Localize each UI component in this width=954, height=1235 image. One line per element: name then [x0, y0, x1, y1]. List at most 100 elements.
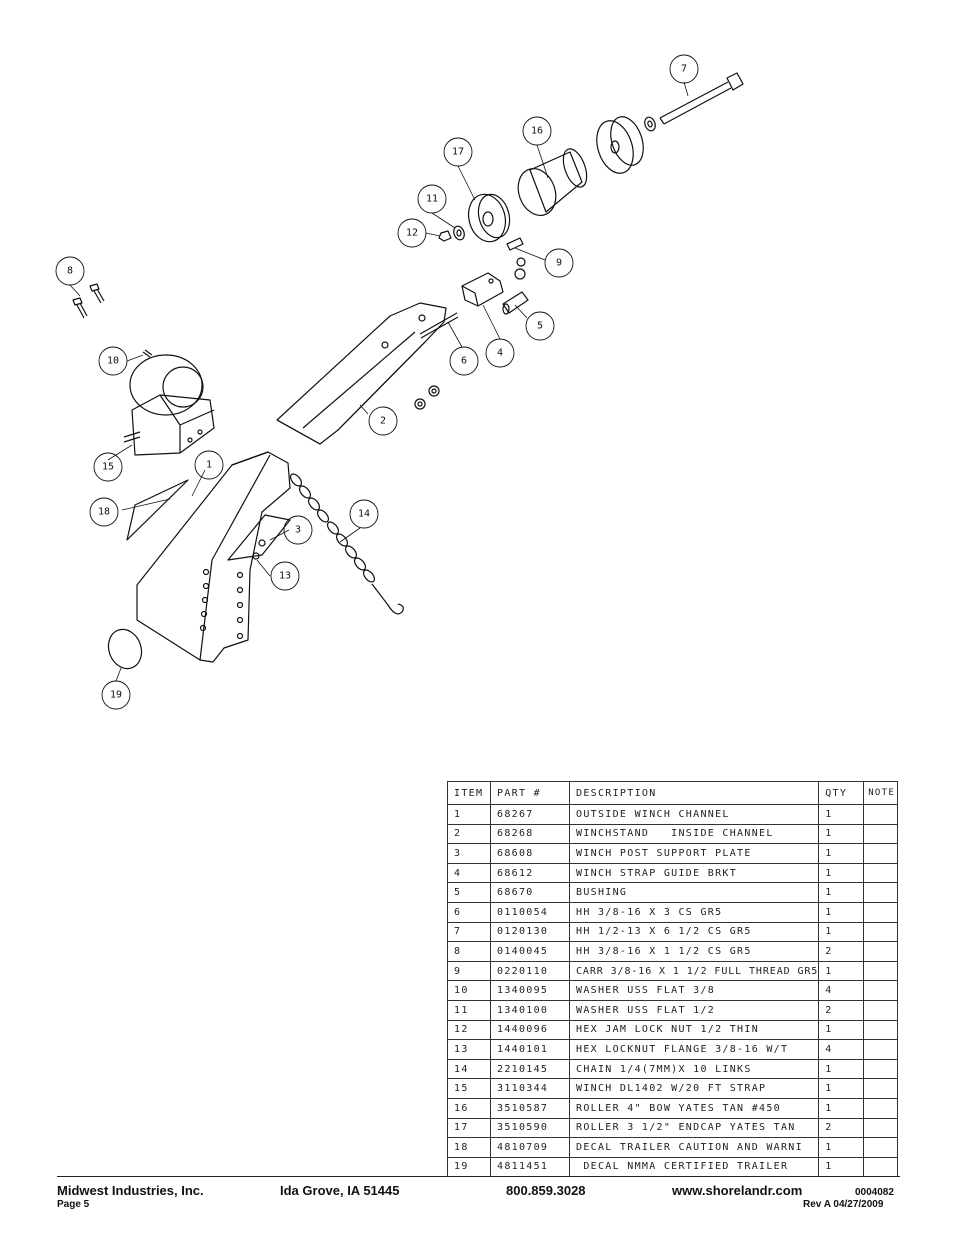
cell-note [863, 1019, 899, 1041]
cell-description: WASHER USS FLAT 3/8 [568, 980, 820, 1001]
cell-note [863, 1137, 899, 1158]
callout-3: 3 [295, 525, 301, 536]
cell-qty: 1 [818, 960, 865, 982]
cell-item: 17 [447, 1117, 491, 1139]
cell-qty: 1 [818, 804, 865, 825]
cell-item: 16 [447, 1097, 491, 1119]
callout-8: 8 [67, 266, 73, 277]
part-1-outside-channel [136, 451, 291, 663]
cell-item: 6 [447, 901, 491, 923]
footer-city: Ida Grove, IA 51445 [280, 1183, 400, 1198]
cell-qty: 1 [818, 1078, 865, 1099]
cell-part: 3510587 [490, 1097, 570, 1119]
cell-item: 15 [447, 1078, 491, 1099]
header-part: PART # [490, 781, 570, 805]
cell-note [863, 823, 899, 845]
cell-qty: 4 [818, 980, 865, 1001]
footer-phone: 800.859.3028 [506, 1183, 586, 1198]
cell-qty: 1 [818, 1137, 865, 1158]
table-header-row: ITEM PART # DESCRIPTION QTY NOTE [447, 781, 899, 805]
cell-qty: 1 [818, 1019, 865, 1041]
cell-item: 10 [447, 980, 491, 1001]
cell-description: CARR 3/8-16 X 1 1/2 FULL THREAD GR5 [568, 960, 820, 982]
cell-part: 3110344 [490, 1078, 570, 1099]
cell-part: 1340095 [490, 980, 570, 1001]
cell-qty: 1 [818, 921, 865, 943]
part-7-bolt [659, 72, 744, 125]
cell-part: 4810709 [490, 1137, 570, 1158]
cell-description: HH 1/2-13 X 6 1/2 CS GR5 [568, 921, 820, 943]
cell-item: 12 [447, 1019, 491, 1041]
cell-description: ROLLER 4" BOW YATES TAN #450 [568, 1097, 820, 1119]
cell-item: 3 [447, 843, 491, 864]
callout-11: 11 [426, 194, 438, 205]
footer-company: Midwest Industries, Inc. [57, 1183, 204, 1198]
cell-part: 0140045 [490, 941, 570, 962]
cell-qty: 2 [818, 1117, 865, 1139]
cell-description: HH 3/8-16 X 1 1/2 CS GR5 [568, 941, 820, 962]
cell-item: 2 [447, 823, 491, 845]
cell-note [863, 1078, 899, 1099]
cell-description: OUTSIDE WINCH CHANNEL [568, 804, 820, 825]
cell-part: 0110054 [490, 901, 570, 923]
part-14-chain [289, 473, 404, 615]
callout-18: 18 [98, 507, 110, 518]
cell-part: 0220110 [490, 960, 570, 982]
cell-part: 4811451 [490, 1156, 570, 1178]
cell-item: 9 [447, 960, 491, 982]
cell-item: 1 [447, 804, 491, 825]
cell-qty: 4 [818, 1039, 865, 1060]
header-item: ITEM [447, 781, 491, 805]
cell-qty: 1 [818, 1097, 865, 1119]
cell-description: BUSHING [568, 882, 820, 903]
cell-description: HH 3/8-16 X 3 CS GR5 [568, 901, 820, 923]
cell-description: WINCH DL1402 W/20 FT STRAP [568, 1078, 820, 1099]
callout-13: 13 [279, 571, 291, 582]
cell-note [863, 1117, 899, 1139]
header-description: DESCRIPTION [568, 781, 820, 805]
footer-revision: Rev A 04/27/2009 [803, 1199, 884, 1210]
callout-2: 2 [380, 416, 386, 427]
cell-part: 68670 [490, 882, 570, 903]
footer-website: www.shorelandr.com [672, 1183, 803, 1198]
cell-note [863, 862, 899, 884]
cell-note [863, 960, 899, 982]
cell-qty: 1 [818, 1156, 865, 1178]
cell-part: 1440096 [490, 1019, 570, 1041]
cell-description: HEX JAM LOCK NUT 1/2 THIN [568, 1019, 820, 1041]
cell-item: 14 [447, 1058, 491, 1080]
cell-part: 0120130 [490, 921, 570, 943]
cell-qty: 1 [818, 1058, 865, 1080]
cell-note [863, 1156, 899, 1178]
cell-description: DECAL TRAILER CAUTION AND WARNI [568, 1137, 820, 1158]
cell-item: 18 [447, 1137, 491, 1158]
page-footer-rule [57, 1176, 900, 1177]
cell-qty: 1 [818, 882, 865, 903]
cell-part: 68608 [490, 843, 570, 864]
cell-note [863, 882, 899, 903]
cell-item: 4 [447, 862, 491, 884]
callout-16: 16 [531, 126, 543, 137]
part-15-winch [123, 354, 215, 456]
cell-description: WINCH POST SUPPORT PLATE [568, 843, 820, 864]
cell-qty: 1 [818, 823, 865, 845]
cell-part: 68267 [490, 804, 570, 825]
cell-description: WINCH STRAP GUIDE BRKT [568, 862, 820, 884]
header-qty: QTY [818, 781, 865, 805]
part-16-rollers [517, 116, 644, 216]
cell-item: 11 [447, 999, 491, 1021]
cell-item: 19 [447, 1156, 491, 1178]
callout-7: 7 [681, 64, 687, 75]
